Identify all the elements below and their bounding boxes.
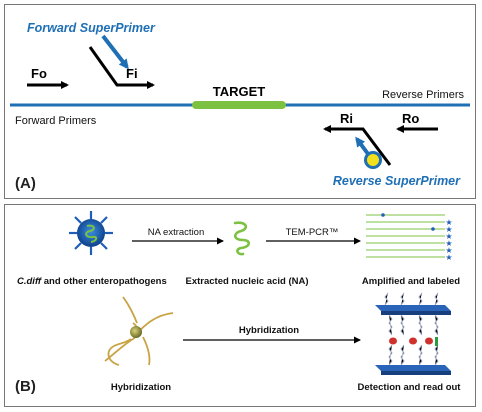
svg-text:★: ★: [445, 225, 452, 234]
svg-text:★: ★: [445, 239, 452, 248]
microarray-icon: [375, 292, 451, 375]
fi-label: Fi: [126, 66, 138, 81]
svg-text:★: ★: [445, 232, 452, 241]
panel-b-diagram: NA extraction TEM-PCR™ ★ ★ ★ ★ ★ ★: [15, 211, 462, 395]
svg-text:★: ★: [445, 218, 452, 227]
hybridization-icon: [104, 296, 174, 366]
reverse-primers-label: Reverse Primers: [382, 89, 464, 101]
ri-superprimer-arrow: [323, 125, 392, 166]
reverse-superprimer-label: Reverse SuperPrimer: [333, 174, 461, 188]
fo-label: Fo: [31, 66, 47, 81]
amplified-caption: Amplified and labeled: [362, 276, 460, 287]
tem-pcr-label: TEM-PCR™: [286, 227, 339, 238]
target-label: TARGET: [213, 84, 266, 99]
svg-text:★: ★: [445, 246, 452, 255]
forward-primers-label: Forward Primers: [15, 115, 97, 127]
amplicon-label-stars: ★ ★ ★ ★ ★ ★: [381, 213, 453, 262]
detection-caption: Detection and read out: [358, 382, 462, 393]
extracted-caption: Extracted nucleic acid (NA): [185, 276, 308, 287]
forward-superprimer-arrow: [101, 34, 129, 70]
fi-superprimer-arrow: [88, 46, 155, 89]
cell-icon: [69, 211, 113, 255]
pathogen-caption-italic: C.diff: [17, 276, 42, 287]
svg-text:★: ★: [445, 253, 452, 262]
ro-label: Ro: [402, 111, 419, 126]
amplicon-icon: [366, 214, 445, 258]
hybridization-arrow-label: Hybridization: [239, 325, 299, 336]
reverse-superprimer-arrow: [355, 136, 382, 169]
pathogen-caption-rest: and other enteropathogens: [41, 276, 167, 287]
pathogen-caption: C.diff and other enteropathogens: [17, 276, 167, 287]
panel-a-label: (A): [15, 175, 36, 192]
panel-a: Forward SuperPrimer Fo Fi TARGET Reverse…: [4, 4, 476, 199]
fluorescent-label-dot: [364, 151, 382, 169]
forward-superprimer-label: Forward SuperPrimer: [27, 21, 156, 35]
na-extraction-label: NA extraction: [148, 227, 205, 238]
panel-b-label: (B): [15, 378, 36, 395]
panel-b: NA extraction TEM-PCR™ ★ ★ ★ ★ ★ ★: [4, 204, 476, 407]
ri-label: Ri: [340, 111, 353, 126]
nucleic-acid-icon: [233, 221, 251, 256]
hybridization-caption: Hybridization: [111, 382, 171, 393]
target-region: [192, 101, 286, 109]
panel-a-diagram: Forward SuperPrimer Fo Fi TARGET Reverse…: [10, 21, 470, 192]
